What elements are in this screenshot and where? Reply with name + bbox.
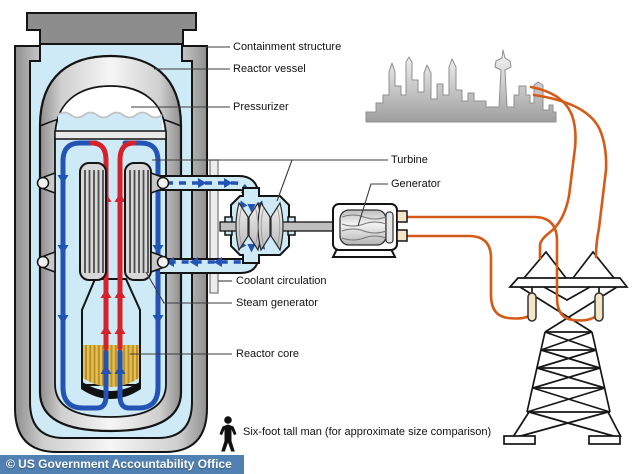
label-generator: Generator [391, 178, 441, 190]
city-skyline [365, 49, 557, 123]
label-reactor-core: Reactor core [236, 348, 299, 360]
credit-bar: © US Government Accountability Office [0, 455, 244, 474]
core-support [81, 381, 141, 399]
six-foot-man-icon [219, 416, 237, 452]
vessel-nozzles [36, 171, 170, 274]
wire-city-outer [532, 93, 608, 259]
label-containment-structure: Containment structure [233, 41, 342, 53]
water-line [57, 111, 163, 119]
insulator-left [527, 292, 537, 322]
insulators [527, 292, 604, 322]
turbine-wheels [235, 201, 284, 252]
wire-generator-top [405, 215, 599, 322]
generator [331, 203, 408, 258]
wire-generator-bottom [405, 234, 533, 320]
label-coolant-circulation: Coolant circulation [236, 275, 327, 287]
coolant-loop [60, 140, 161, 411]
transmission-tower [503, 250, 629, 445]
leader-lines [130, 46, 388, 355]
reactor-core [81, 345, 141, 399]
label-turbine: Turbine [391, 154, 428, 166]
generator-terminal-top [396, 210, 408, 223]
generator-terminal-bottom [396, 229, 408, 242]
steam-generator [79, 162, 152, 281]
generator-coil [341, 214, 387, 241]
label-pressurizer: Pressurizer [233, 101, 289, 113]
credit-text: © US Government Accountability Office [6, 457, 232, 471]
pressurizer [54, 87, 167, 140]
coolant-arrowheads [57, 175, 164, 374]
insulator-right [594, 292, 604, 322]
label-steam-generator: Steam generator [236, 297, 318, 309]
containment-cap [26, 12, 197, 45]
wire-city-inner [529, 85, 577, 260]
power-wires [405, 85, 608, 322]
label-size-comparison: Six-foot tall man (for approximate size … [243, 426, 492, 438]
label-reactor-vessel: Reactor vessel [233, 63, 306, 75]
